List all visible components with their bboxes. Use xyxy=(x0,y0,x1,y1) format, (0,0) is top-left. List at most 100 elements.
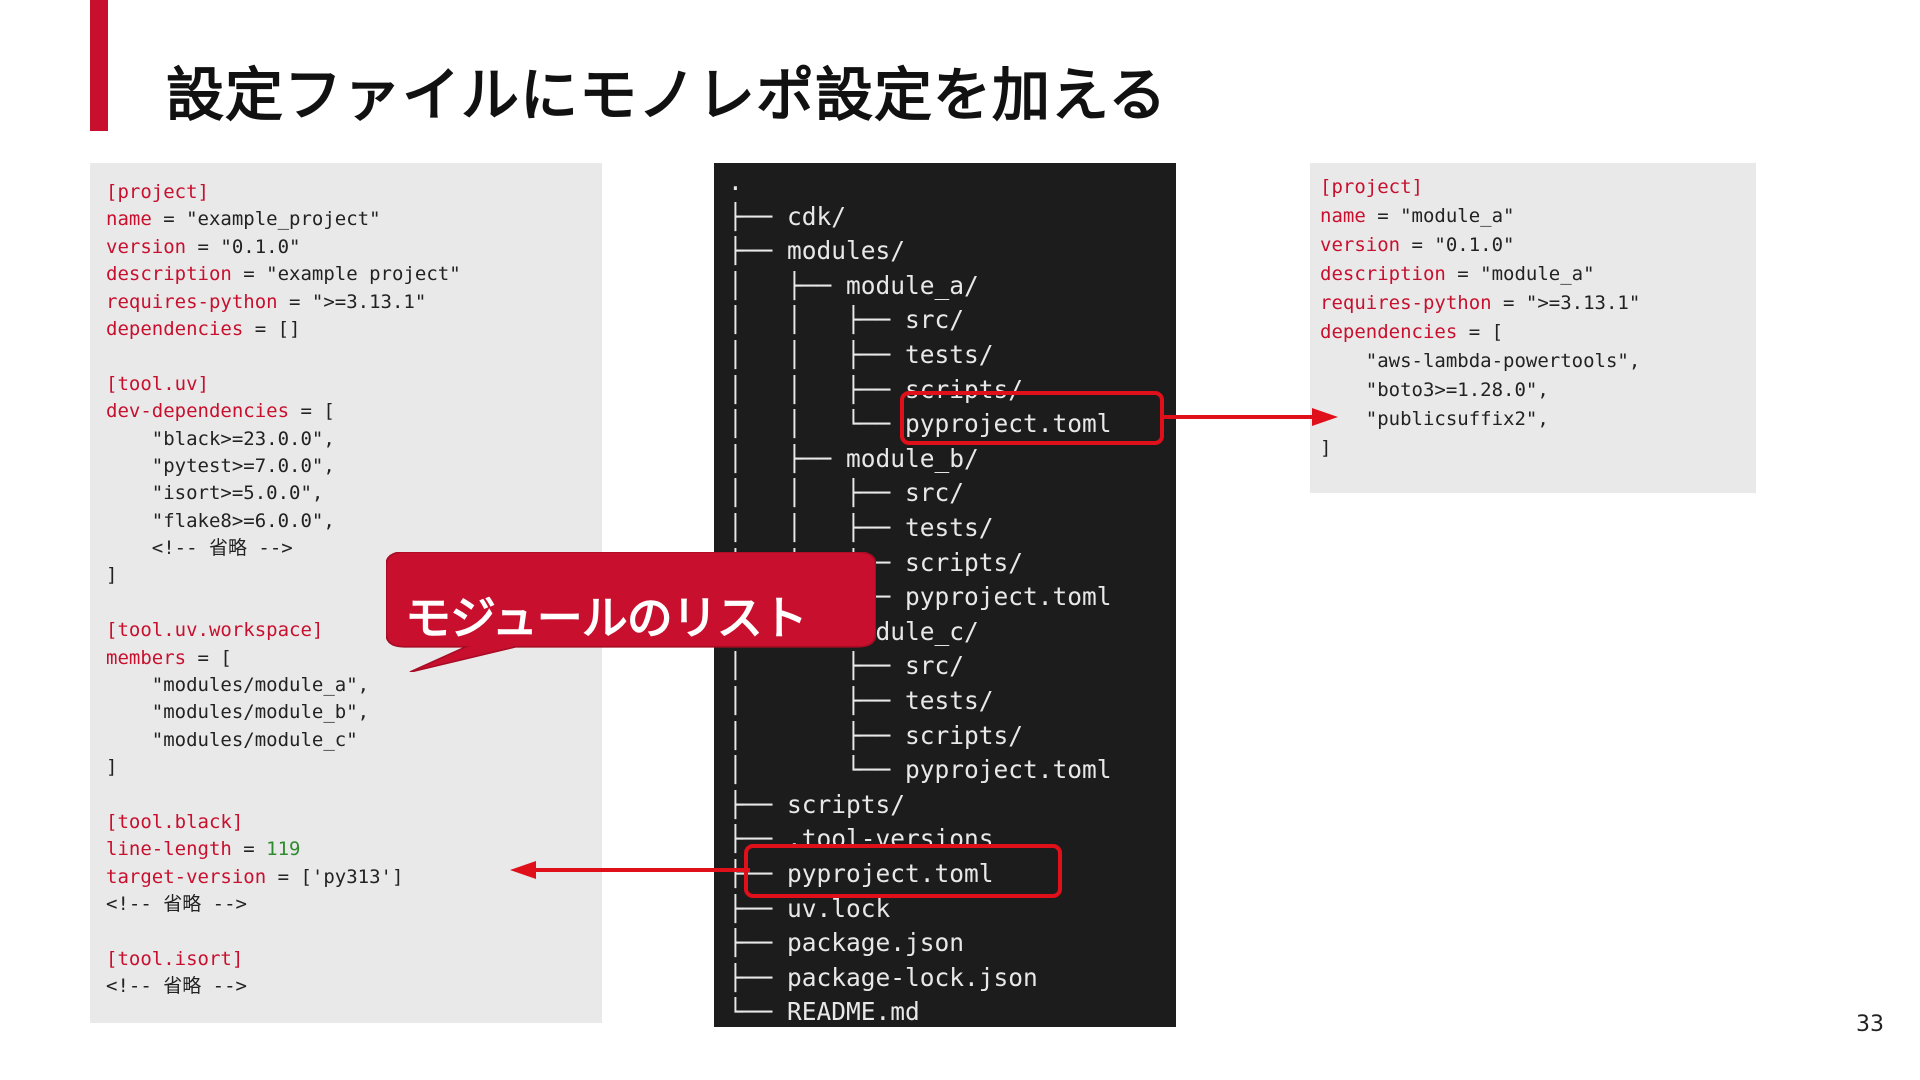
code-token: [tool.isort] xyxy=(106,947,244,970)
code-token: "module_a" xyxy=(1400,205,1515,227)
callout-bubble xyxy=(386,552,876,672)
code-token: name xyxy=(106,208,152,231)
code-token: ] xyxy=(106,564,118,587)
code-token: requires-python xyxy=(1320,292,1492,314)
code-token: "modules/module_c" xyxy=(106,728,358,751)
code-line: dependencies = [ xyxy=(1320,318,1640,347)
code-token: "example_project" xyxy=(186,208,381,231)
tree-entry: ├── modules/ xyxy=(728,236,906,266)
code-line: version = "0.1.0" xyxy=(106,234,461,261)
code-token: "module_a" xyxy=(1480,263,1595,285)
tree-entry: │ └── pyproject.toml xyxy=(728,755,1112,785)
tree-entry: │ │ ├── tests/ xyxy=(728,513,994,542)
code-token: = ['py313'] xyxy=(266,865,404,888)
code-token: = xyxy=(1400,234,1435,256)
code-token: dependencies xyxy=(106,317,244,340)
code-token: [project] xyxy=(1320,176,1423,198)
code-lines: [project]name = "module_a"version = "0.1… xyxy=(1320,173,1640,463)
code-line: [project] xyxy=(1320,173,1640,202)
code-token: = xyxy=(231,838,267,861)
tree-entry: ├── package.json xyxy=(728,928,965,958)
code-line: "aws-lambda-powertools", xyxy=(1320,347,1641,376)
code-token: "flake8>=6.0.0", xyxy=(106,509,335,532)
code-token: = xyxy=(186,235,221,258)
code-token: requires-python xyxy=(106,290,278,313)
code-token: [tool.black] xyxy=(106,810,244,833)
code-token: line-length xyxy=(106,838,232,861)
tree-entry: │ │ ├── tests/ xyxy=(728,340,994,369)
code-token: "pytest>=7.0.0", xyxy=(106,454,335,477)
code-token: = xyxy=(151,208,187,231)
code-token: "0.1.0" xyxy=(1434,234,1515,256)
tree-entry: . xyxy=(728,167,743,196)
slide-title: 設定ファイルにモノレポ設定を加える xyxy=(166,61,1168,129)
code-line: requires-python = ">=3.13.1" xyxy=(106,289,461,316)
code-token: "isort>=5.0.0", xyxy=(106,482,324,505)
code-line: target-version = ['py313'] xyxy=(106,864,461,891)
code-token: dev-dependencies xyxy=(106,400,290,423)
code-line: "publicsuffix2", xyxy=(1320,405,1640,434)
tree-entry: │ ├── module_b/ xyxy=(728,443,979,473)
code-line: <!-- 省略 --> xyxy=(106,535,461,562)
code-token: members xyxy=(106,646,187,669)
code-line: description = "module_a" xyxy=(1320,260,1640,289)
tree-entry: │ ├── tests/ xyxy=(728,686,994,715)
code-line: "modules/module_c" xyxy=(106,727,461,754)
code-line xyxy=(106,919,461,946)
tree-entry: │ │ └── pyproject.toml xyxy=(728,409,1112,439)
code-token: version xyxy=(1320,234,1401,256)
code-line: description = "example project" xyxy=(106,261,461,288)
code-token: = [ xyxy=(289,400,335,423)
code-line: requires-python = ">=3.13.1" xyxy=(1320,289,1640,318)
code-line: [tool.isort] xyxy=(106,946,461,973)
code-line: ] xyxy=(1320,434,1640,463)
code-token: description xyxy=(106,263,232,286)
code-line: ] xyxy=(106,754,461,781)
code-line xyxy=(106,343,461,370)
code-token: = xyxy=(231,263,267,286)
code-lines: [project]name = "example_project"version… xyxy=(106,179,461,1001)
code-line: dependencies = [] xyxy=(106,316,461,343)
code-line: "modules/module_a", xyxy=(106,672,461,699)
code-line: <!-- 省略 --> xyxy=(106,973,461,1000)
tree-entry: │ │ ├── scripts/ xyxy=(728,374,1024,404)
tree-entry: ├── package-lock.json xyxy=(728,962,1038,992)
tree-entry: │ ├── scripts/ xyxy=(728,720,1024,750)
code-token: <!-- 省略 --> xyxy=(106,975,247,998)
code-token: = xyxy=(277,290,312,313)
code-line: name = "module_a" xyxy=(1320,202,1640,231)
tree-entry: │ ├── src/ xyxy=(728,651,965,681)
arrow-to-root-config xyxy=(510,861,750,879)
code-token: = xyxy=(1445,263,1481,285)
code-token: "black>=23.0.0", xyxy=(106,427,335,450)
code-token: version xyxy=(106,235,187,258)
code-line: "pytest>=7.0.0", xyxy=(106,453,461,480)
code-line: "boto3>=1.28.0", xyxy=(1320,376,1640,405)
code-line: [project] xyxy=(106,179,461,206)
code-token: = [] xyxy=(243,317,301,340)
code-line: version = "0.1.0" xyxy=(1320,231,1640,260)
root-pyproject-highlight xyxy=(744,844,1062,898)
code-token: ] xyxy=(1320,437,1332,459)
tree-entry: │ │ ├── src/ xyxy=(728,478,965,508)
code-token: = xyxy=(1365,205,1401,227)
code-line xyxy=(106,782,461,809)
code-line: name = "example_project" xyxy=(106,206,461,233)
module-pyproject-highlight xyxy=(900,391,1164,445)
code-line: ] xyxy=(106,562,461,589)
code-token: "modules/module_b", xyxy=(106,701,370,724)
module-pyproject-code: [project]name = "module_a"version = "0.1… xyxy=(1310,163,1756,493)
tree-entry: │ │ ├── src/ xyxy=(728,305,965,335)
code-token: ">=3.13.1" xyxy=(311,290,427,313)
code-line: <!-- 省略 --> xyxy=(106,891,461,918)
code-token: "0.1.0" xyxy=(220,235,301,258)
code-token: dependencies xyxy=(1320,321,1458,343)
code-line: "flake8>=6.0.0", xyxy=(106,508,461,535)
code-line: dev-dependencies = [ xyxy=(106,398,461,425)
code-token: <!-- 省略 --> xyxy=(106,537,293,560)
code-token: <!-- 省略 --> xyxy=(106,893,247,916)
tree-entry: ├── pyproject.toml xyxy=(728,859,994,888)
code-line: [tool.uv.workspace] xyxy=(106,617,461,644)
code-token: target-version xyxy=(106,865,267,888)
code-token: "boto3>=1.28.0", xyxy=(1320,379,1549,401)
